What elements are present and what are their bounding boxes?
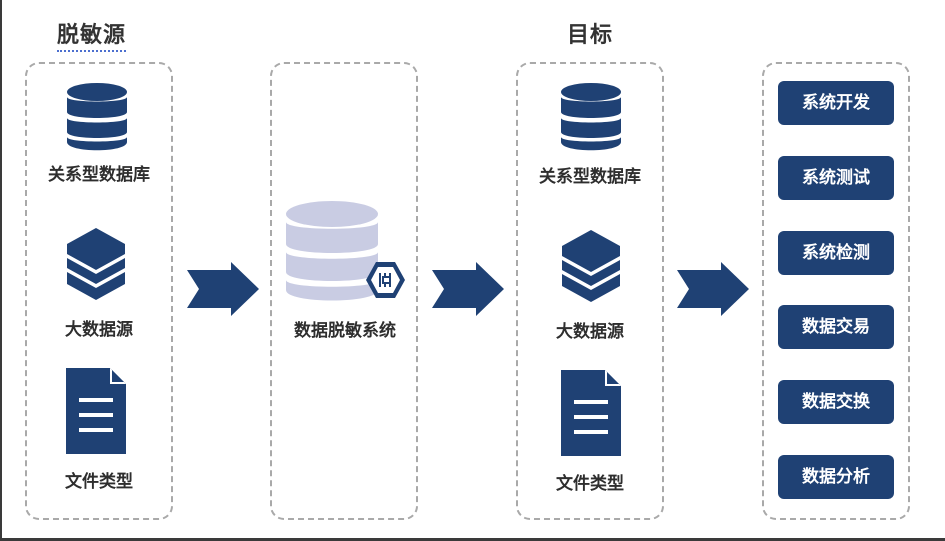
frame-bottom-edge (0, 538, 945, 541)
target-panel (516, 62, 664, 520)
use-case-data-trading: 数据交易 (778, 305, 894, 349)
frame-left-edge (0, 0, 2, 541)
system-panel (270, 62, 418, 520)
target-heading: 目标 (567, 23, 614, 48)
source-label-file-types: 文件类型 (65, 472, 133, 492)
use-case-system-testing: 系统测试 (778, 156, 894, 200)
use-case-panel (762, 62, 910, 520)
use-case-system-development: 系统开发 (778, 81, 894, 125)
flow-arrow-icon (187, 262, 259, 316)
source-panel (25, 62, 173, 520)
database-shield-icon (286, 201, 405, 301)
document-icon (561, 370, 621, 456)
database-icon (561, 83, 621, 151)
target-label-big-data: 大数据源 (556, 322, 624, 342)
use-case-data-analysis: 数据分析 (778, 455, 894, 499)
target-label-file-types: 文件类型 (556, 474, 624, 494)
source-label-big-data: 大数据源 (65, 320, 133, 340)
use-case-system-inspection: 系统检测 (778, 231, 894, 275)
document-icon (66, 368, 126, 454)
layers-stack-icon (562, 230, 620, 302)
source-label-relational-db: 关系型数据库 (48, 165, 150, 185)
database-icon (67, 83, 127, 151)
use-case-data-exchange: 数据交换 (778, 380, 894, 424)
flow-arrow-icon (677, 262, 749, 316)
layers-stack-icon (67, 228, 125, 300)
system-label: 数据脱敏系统 (294, 321, 396, 341)
target-label-relational-db: 关系型数据库 (539, 167, 641, 187)
flow-arrow-icon (432, 262, 504, 316)
source-heading: 脱敏源 (57, 17, 127, 52)
